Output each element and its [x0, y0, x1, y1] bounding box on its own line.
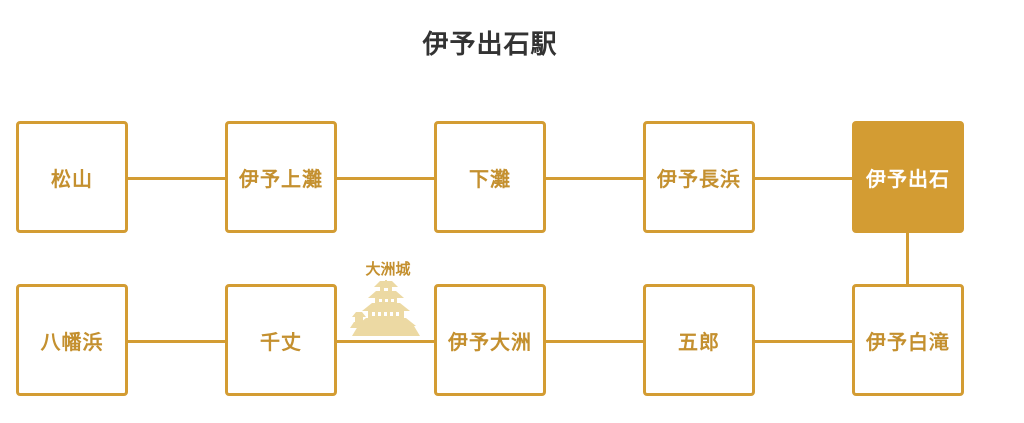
- station-goro: 五郎: [643, 284, 755, 396]
- station-senjo: 千丈: [225, 284, 337, 396]
- line-segment: [337, 340, 437, 343]
- line-segment-vertical: [906, 233, 909, 285]
- station-shimonada: 下灘: [434, 121, 546, 233]
- station-iyo-ozu: 伊予大洲: [434, 284, 546, 396]
- line-segment: [755, 177, 855, 180]
- station-yawatahama: 八幡浜: [16, 284, 128, 396]
- castle-label: 大洲城: [365, 260, 411, 278]
- station-iyo-izushi-current: 伊予出石: [852, 121, 964, 233]
- line-segment: [755, 340, 855, 343]
- line-segment: [546, 177, 646, 180]
- station-iyo-kaminada: 伊予上灘: [225, 121, 337, 233]
- line-segment: [128, 177, 228, 180]
- page-title: 伊予出石駅: [422, 30, 558, 60]
- station-matsuyama: 松山: [16, 121, 128, 233]
- line-segment: [128, 340, 228, 343]
- station-iyo-nagahama: 伊予長浜: [643, 121, 755, 233]
- line-segment: [337, 177, 437, 180]
- castle-icon: [350, 280, 420, 336]
- station-iyo-shirataki: 伊予白滝: [852, 284, 964, 396]
- line-segment: [546, 340, 646, 343]
